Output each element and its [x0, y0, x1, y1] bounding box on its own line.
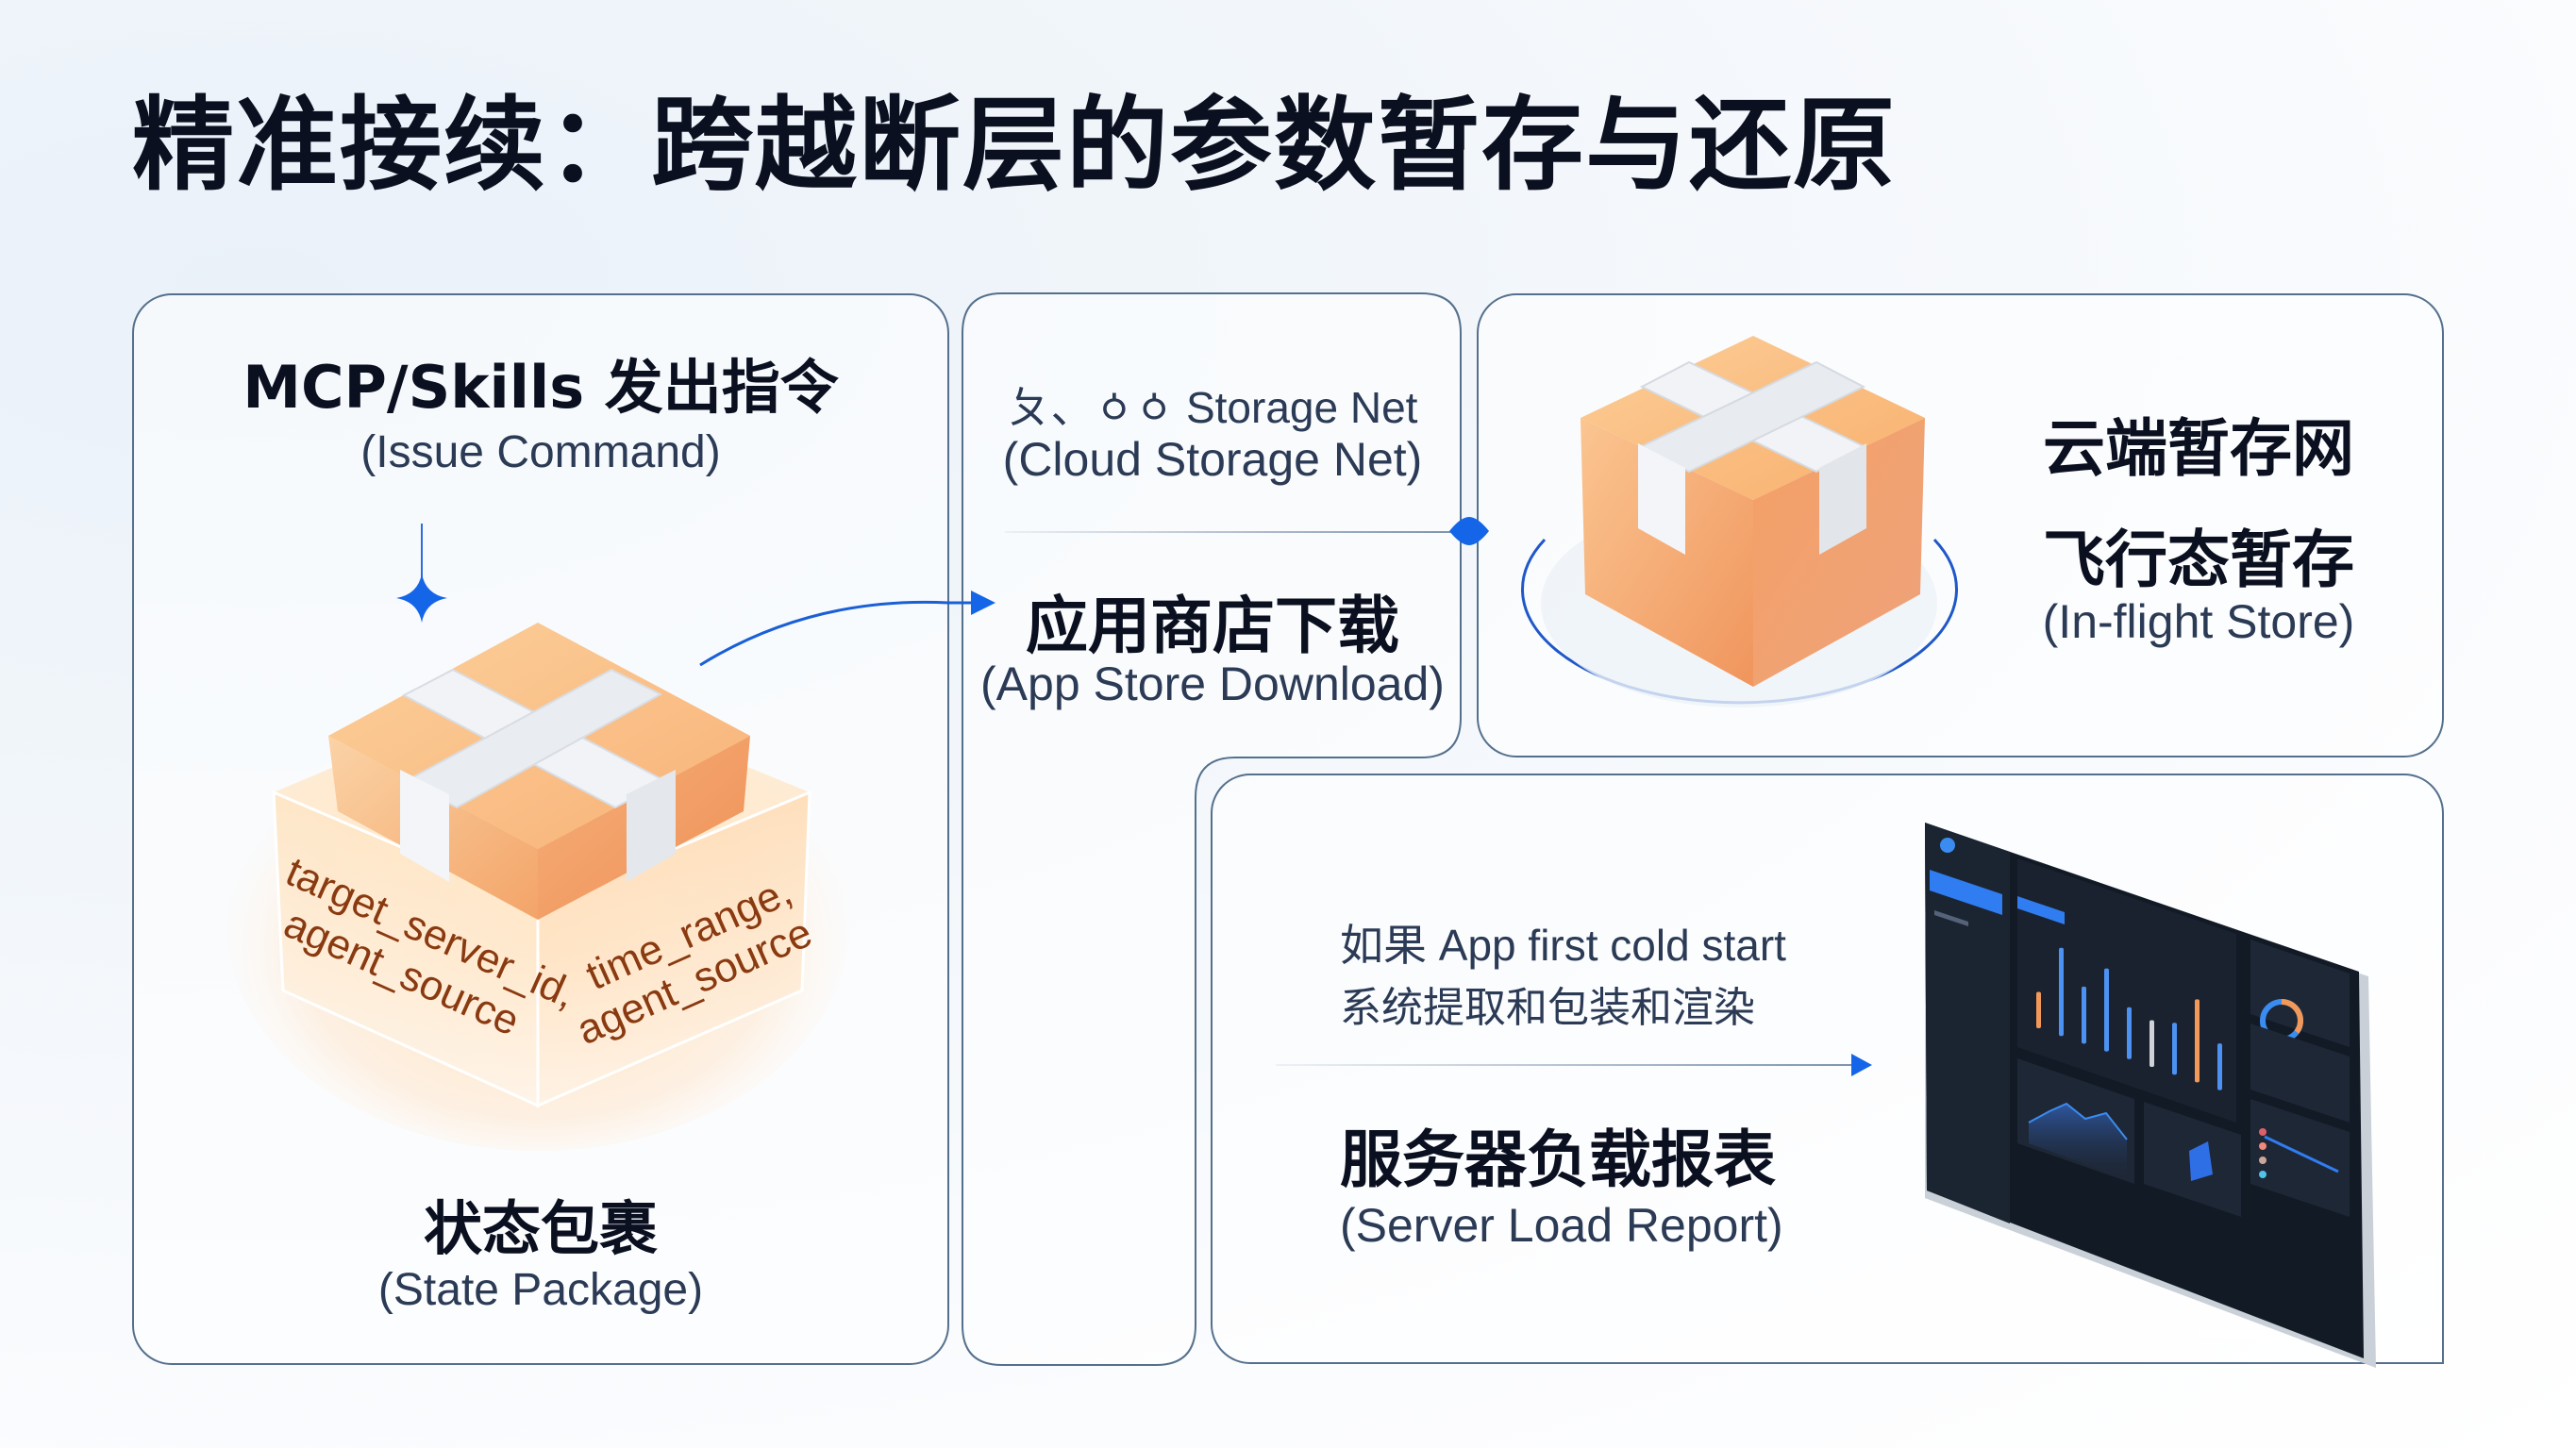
server-load-report-card: [1211, 774, 2444, 1364]
cold-start-line: 如果 App first cold start: [1340, 921, 1786, 970]
app-store-heading: 应用商店下载: [1026, 590, 1399, 662]
in-flight-subtitle: (In-flight Store): [2042, 595, 2355, 648]
server-load-heading: 服务器负载报表: [1340, 1123, 1776, 1196]
page-title: 精准接续：跨越断层的参数暂存与还原: [132, 87, 1898, 205]
issue-command-heading: MCP/Skills 发出指令: [243, 353, 839, 422]
middle-divider: [1005, 531, 1458, 533]
server-load-subtitle: (Server Load Report): [1340, 1199, 1783, 1252]
cloud-storage-heading: 云端暂存网: [2043, 412, 2354, 485]
storage-net-label: ㄆ、ㆁㆁ Storage Net: [1007, 383, 1418, 432]
report-divider: [1276, 1064, 1861, 1066]
app-store-subtitle: (App Store Download): [980, 657, 1445, 710]
state-package-heading: 状态包裹: [423, 1194, 658, 1263]
extract-render-line: 系统提取和包装和渲染: [1340, 985, 1755, 1031]
issue-command-subtitle: (Issue Command): [360, 427, 721, 477]
state-package-subtitle: (State Package): [377, 1265, 704, 1315]
in-flight-heading: 飞行态暂存: [2043, 524, 2354, 596]
storage-net-subtitle: (Cloud Storage Net): [1002, 433, 1423, 486]
